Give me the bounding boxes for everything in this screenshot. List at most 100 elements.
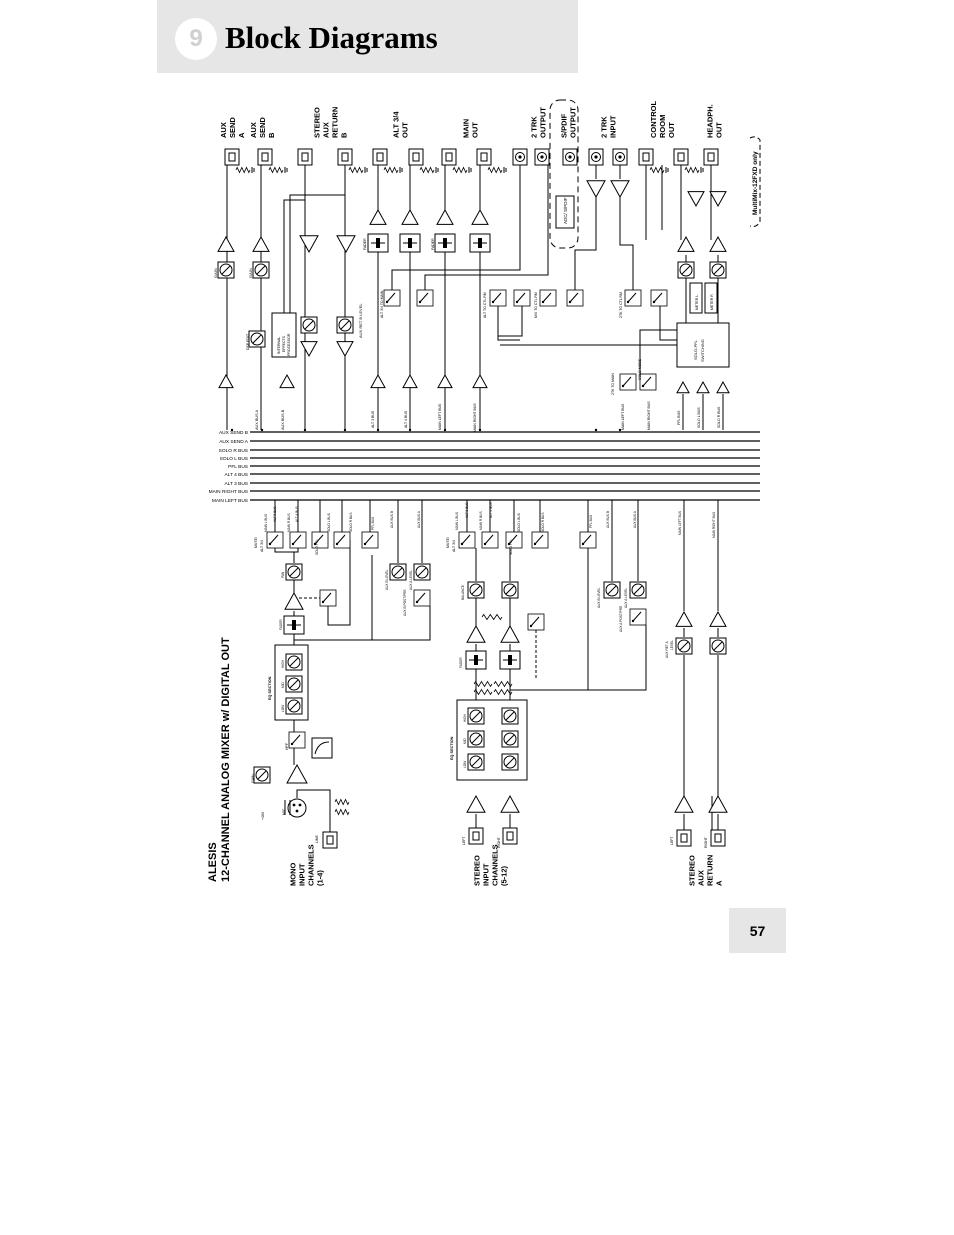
aux-ret-a-label: AUX RET A bbox=[665, 641, 669, 658]
aux-return-a-buf-r bbox=[709, 610, 727, 627]
routing-switch-blade bbox=[492, 292, 502, 303]
stereo-routing-switch-pivot bbox=[460, 542, 464, 546]
fx-label: EFFECTS bbox=[282, 335, 286, 352]
stereo-fader-l-cap bbox=[474, 655, 478, 665]
meter-l-label: METER L bbox=[695, 295, 699, 310]
chapter-number: 9 bbox=[189, 25, 203, 52]
bus-label: SOLO L BUS bbox=[220, 456, 248, 462]
output-jack-socket bbox=[445, 152, 453, 162]
stereo-balance-knob-r-pointer bbox=[505, 585, 515, 595]
hpf-switch-blade bbox=[291, 734, 301, 745]
stereo-right-input-jack bbox=[502, 827, 518, 845]
label-stereo-input: CHANNELS bbox=[491, 844, 500, 886]
xlr-mic-jack bbox=[287, 798, 307, 818]
eq-low-knob-dial bbox=[287, 699, 301, 713]
internal-effects-box bbox=[271, 312, 297, 358]
alt-to-ctlrm-label: ALT TO CTL RM bbox=[483, 292, 487, 318]
mono-routing-switch-pivot bbox=[268, 542, 272, 546]
jack-load-resistor bbox=[649, 166, 665, 174]
output-jack bbox=[703, 148, 719, 166]
routing-switch-blade bbox=[386, 292, 396, 303]
routing-switch-pivot bbox=[385, 300, 389, 304]
bus-label: ALT 4 BUS bbox=[224, 472, 248, 478]
2tk-to-ctlrm-label: 2TK TO CTL RM bbox=[619, 292, 623, 318]
output-jack bbox=[441, 148, 457, 166]
mono-aux-b-level-pointer bbox=[393, 567, 403, 577]
summing-amp bbox=[402, 373, 418, 389]
stereo-post-fader-r bbox=[500, 624, 520, 643]
bus-tap-label: PFL BUS bbox=[677, 410, 681, 425]
output-jack-socket bbox=[301, 152, 309, 162]
stereo-left-input-jack-socket bbox=[472, 831, 480, 841]
xlr-pin bbox=[292, 803, 296, 807]
stereo-routing-switch-blade bbox=[508, 534, 518, 545]
stereo-eq-knob-dial bbox=[503, 755, 517, 769]
bus-junction bbox=[260, 428, 264, 432]
wire bbox=[289, 194, 345, 313]
stereo-balance-knob-dial bbox=[469, 583, 483, 597]
solo-pfl-label: SOLO-PFL bbox=[693, 339, 698, 360]
meter-r-box bbox=[704, 282, 718, 314]
aux-level-label: AUX A LEVEL bbox=[624, 588, 628, 608]
aux-return-a-level-l-pointer bbox=[679, 641, 689, 651]
routing-switch-blade bbox=[542, 292, 552, 303]
stereo-eq-knob-pointer bbox=[505, 757, 515, 767]
solo-pfl-label: SOLO PFL bbox=[509, 539, 513, 555]
mono-routing-switch-pivot bbox=[335, 542, 339, 546]
label-alt-34-out: OUT bbox=[401, 122, 410, 138]
wire bbox=[372, 606, 431, 641]
post-fader-amp bbox=[284, 591, 304, 610]
aux-level-label: AUX A LEVEL bbox=[409, 570, 413, 590]
wire bbox=[574, 190, 597, 290]
label-aux-send-b: B bbox=[267, 132, 276, 138]
aux-return-a-right-jack bbox=[710, 829, 726, 847]
stereo-aux-b-level-pointer bbox=[633, 585, 643, 595]
wire bbox=[588, 625, 647, 691]
routing-switch bbox=[539, 289, 557, 307]
label-stereo-aux-return-a: STEREO bbox=[688, 855, 697, 886]
mono-aux-a-level-dial bbox=[415, 565, 429, 579]
output-jack-socket bbox=[376, 152, 384, 162]
aux-return-a-left-jack bbox=[676, 829, 692, 847]
stereo-input-amp-r bbox=[500, 794, 520, 813]
aux-return-a-level-r-pointer bbox=[713, 641, 723, 651]
stereo-balance-knob-r-dial bbox=[503, 583, 517, 597]
routing-switch-blade bbox=[653, 292, 663, 303]
mono-pan-knob-pointer bbox=[289, 567, 299, 577]
mute-label: ALT 3/4 bbox=[260, 540, 264, 552]
bus-label: AUX SEND A bbox=[219, 439, 249, 445]
stereo-eq-knob-pointer bbox=[471, 711, 481, 721]
stereo-routing-switch-pivot bbox=[533, 542, 537, 546]
stereo-routing-switch-blade bbox=[484, 534, 494, 545]
bus-tap-label: MAIN R BUS bbox=[479, 511, 483, 530]
output-jack bbox=[408, 148, 424, 166]
label-alt-34-out: ALT 3/4 bbox=[392, 111, 401, 138]
bus-tap-label: MAIN RIGHT BUS bbox=[647, 401, 651, 430]
label-2trk-output: 2 TRK bbox=[530, 116, 539, 138]
wire bbox=[283, 199, 305, 313]
bus-junction bbox=[618, 428, 622, 432]
bus-tap-label: MAIN R BUS bbox=[287, 513, 291, 532]
label-headph-out: OUT bbox=[715, 122, 724, 138]
diagram-caption-model: 12-CHANNEL ANALOG MIXER w/ DIGITAL OUT bbox=[220, 637, 232, 882]
2tk-to-main-label: 2TK TO MAIN bbox=[611, 373, 615, 395]
aux-prepost-label: AUX B POST/PRE bbox=[403, 589, 407, 616]
aux-a-master-amp bbox=[218, 373, 234, 389]
bus-junction bbox=[230, 428, 234, 432]
input-rca-jack-ring bbox=[615, 152, 625, 162]
diagram-caption-maker: ALESIS bbox=[207, 842, 219, 882]
label-aux-send-a: AUX bbox=[219, 122, 228, 138]
2trk-to-main-switch-blade bbox=[622, 376, 632, 387]
control-room-level-pointer bbox=[681, 265, 691, 275]
solo-pfl-label: SWITCHING bbox=[700, 339, 705, 362]
bus-tap-label: AUX BUS B bbox=[606, 511, 610, 528]
wire bbox=[327, 540, 351, 626]
stereo-routing-switch-blade bbox=[534, 534, 544, 545]
mono-aux-a-level-pointer bbox=[417, 567, 427, 577]
mic-preamp bbox=[286, 763, 308, 784]
bus-tap-label: MAIN L BUS bbox=[455, 512, 459, 530]
mono-routing-switch-blade bbox=[269, 534, 279, 545]
left-label: LEFT bbox=[670, 836, 674, 845]
output-amp bbox=[471, 208, 489, 225]
